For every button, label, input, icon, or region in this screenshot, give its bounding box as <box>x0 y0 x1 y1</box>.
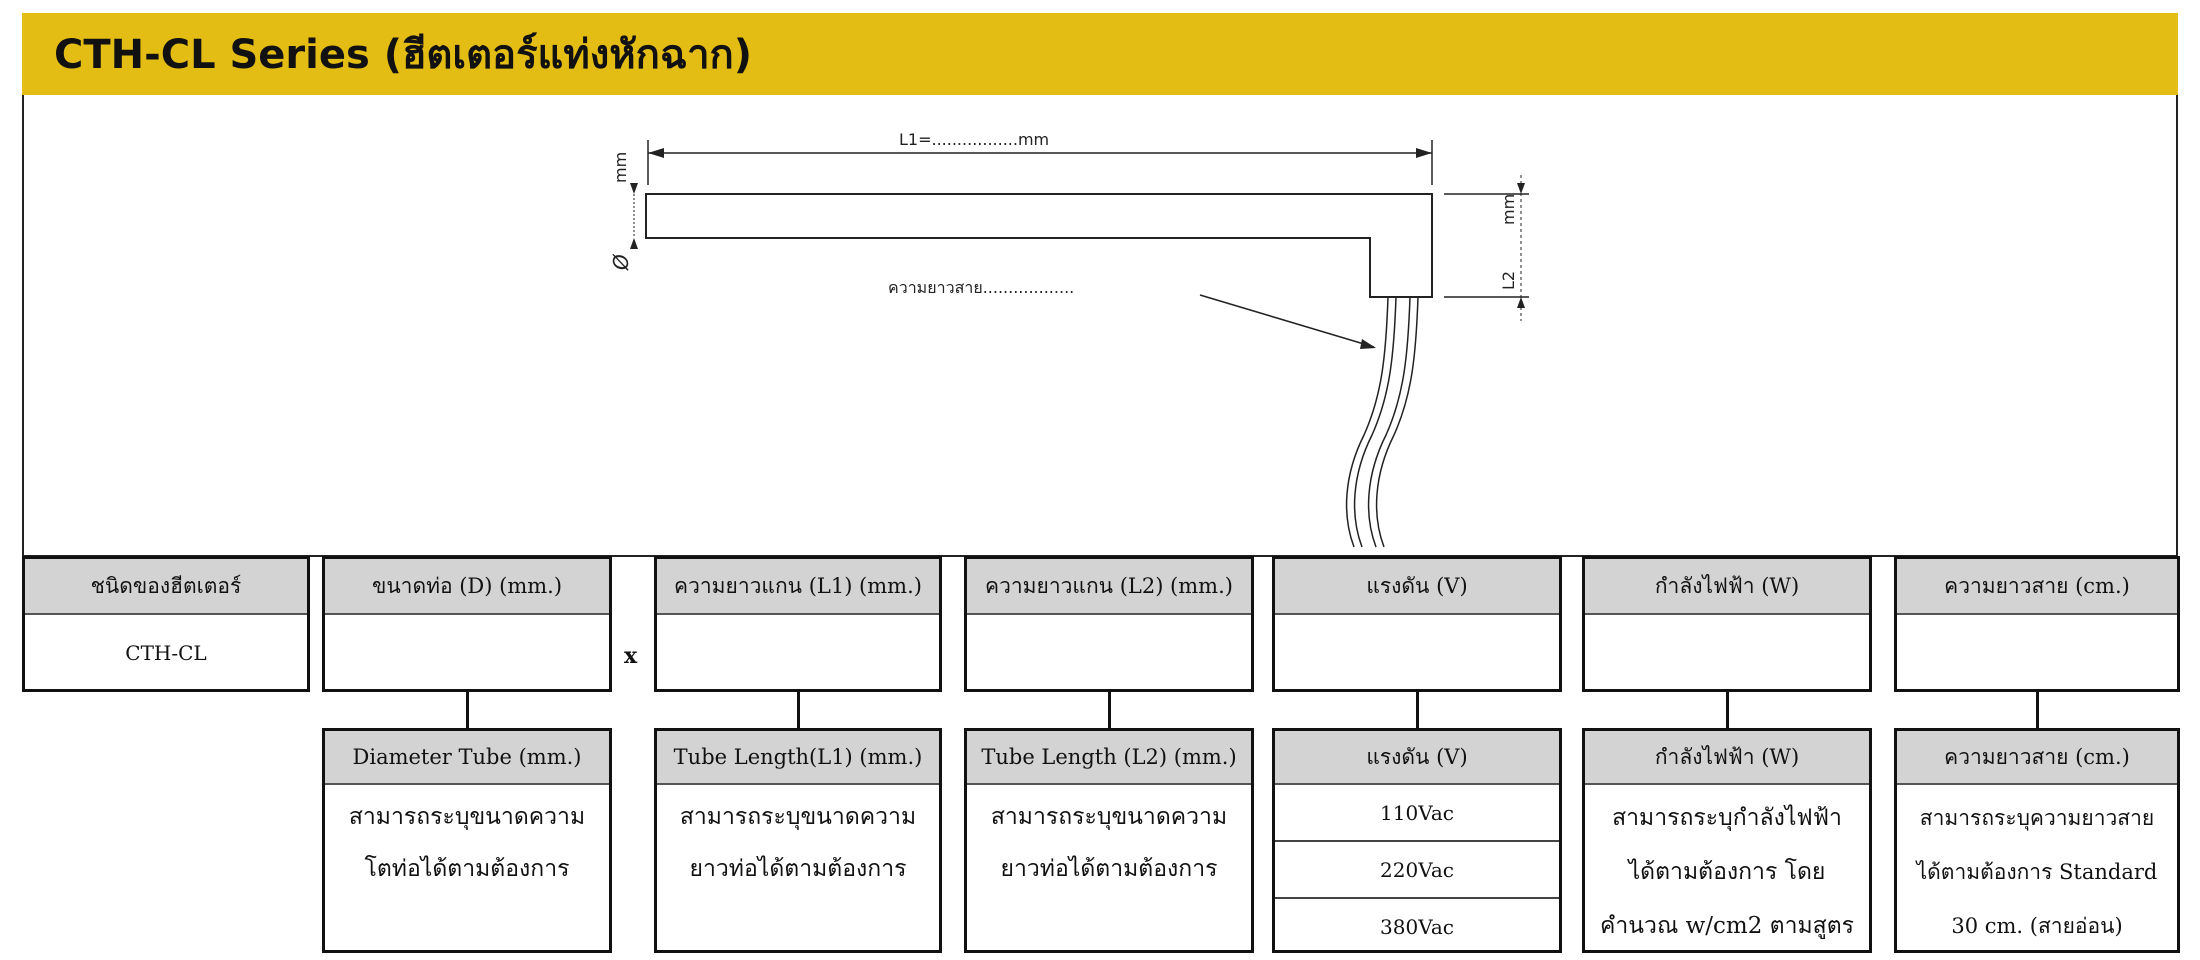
wire-info-line: สามารถระบุความยาวสาย <box>1919 806 2155 830</box>
power-info-line: คำนวณ w/cm2 ตามสูตร <box>1600 913 1854 939</box>
l2-info-box: Tube Length (L2) (mm.) สามารถระบุขนาดควา… <box>964 728 1254 953</box>
diameter-info-header: Diameter Tube (mm.) <box>325 731 609 785</box>
wire-info-line: ได้ตามต้องการ Standard <box>1916 860 2158 884</box>
tube-length-l2-field[interactable]: ความยาวแกน (L2) (mm.) <box>964 556 1254 692</box>
l2-info-header: Tube Length (L2) (mm.) <box>967 731 1251 785</box>
wire-length-field[interactable]: ความยาวสาย (cm.) <box>1894 556 2180 692</box>
l1-label: L1=.................mm <box>899 130 1049 149</box>
diameter-info-box: Diameter Tube (mm.) สามารถระบุขนาดความ โ… <box>322 728 612 953</box>
l2-unit-label: mm <box>1499 194 1518 225</box>
tube-length-l1-field[interactable]: ความยาวแกน (L1) (mm.) <box>654 556 942 692</box>
wire-info-text: สามารถระบุความยาวสาย ได้ตามต้องการ Stand… <box>1897 785 2177 953</box>
voltage-option-220[interactable]: 220Vac <box>1275 842 1559 899</box>
heater-type-value: CTH-CL <box>125 641 207 665</box>
heater-type-field: ชนิดของฮีตเตอร์ CTH-CL <box>22 556 310 692</box>
tube-diameter-field[interactable]: ขนาดท่อ (D) (mm.) <box>322 556 612 692</box>
heater-type-header: ชนิดของฮีตเตอร์ <box>25 559 307 615</box>
voltage-options-header: แรงดัน (V) <box>1275 731 1559 785</box>
tube-length-l2-header: ความยาวแกน (L2) (mm.) <box>967 559 1251 615</box>
power-info-text: สามารถระบุกำลังไฟฟ้า ได้ตามต้องการ โดย ค… <box>1585 785 1869 953</box>
voltage-value[interactable] <box>1275 615 1559 691</box>
connector-diameter <box>466 692 469 728</box>
diameter-info-line: สามารถระบุขนาดความ <box>348 804 586 830</box>
wire-length-label: ความยาวสาย.................. <box>888 278 1074 297</box>
diameter-info-line: โตท่อได้ตามต้องการ <box>364 856 570 882</box>
series-title: CTH-CL Series (ฮีตเตอร์แท่งหักฉาก) <box>54 32 753 78</box>
power-info-line: สามารถระบุกำลังไฟฟ้า <box>1612 805 1842 831</box>
diameter-symbol: Ø <box>609 253 633 271</box>
heater-drawing: L1=.................mm mm Ø mm L2 ความยา… <box>609 130 1529 548</box>
power-info-line: ได้ตามต้องการ โดย <box>1628 859 1826 885</box>
power-info-box: กำลังไฟฟ้า (W) สามารถระบุกำลังไฟฟ้า ได้ต… <box>1582 728 1872 953</box>
l1-info-box: Tube Length(L1) (mm.) สามารถระบุขนาดความ… <box>654 728 942 953</box>
wire-info-header: ความยาวสาย (cm.) <box>1897 731 2177 785</box>
l1-info-header: Tube Length(L1) (mm.) <box>657 731 939 785</box>
connector-voltage <box>1416 692 1419 728</box>
power-field[interactable]: กำลังไฟฟ้า (W) <box>1582 556 1872 692</box>
tube-length-l1-header: ความยาวแกน (L1) (mm.) <box>657 559 939 615</box>
l2-info-text: สามารถระบุขนาดความ ยาวท่อได้ตามต้องการ <box>967 785 1251 895</box>
wire-length-value[interactable] <box>1897 615 2177 691</box>
connector-l1 <box>797 692 800 728</box>
diameter-unit-label: mm <box>611 152 630 183</box>
diameter-info-text: สามารถระบุขนาดความ โตท่อได้ตามต้องการ <box>325 785 609 895</box>
l1-info-text: สามารถระบุขนาดความ ยาวท่อได้ตามต้องการ <box>657 785 939 895</box>
tube-diameter-value[interactable] <box>325 615 609 691</box>
connector-power <box>1726 692 1729 728</box>
voltage-options-box: แรงดัน (V) 110Vac 220Vac 380Vac <box>1272 728 1562 953</box>
voltage-field[interactable]: แรงดัน (V) <box>1272 556 1562 692</box>
heater-diagram-box: L1=.................mm mm Ø mm L2 ความยา… <box>22 95 2178 557</box>
separator-x: x <box>624 643 638 669</box>
l2-info-line: สามารถระบุขนาดความ <box>990 804 1228 830</box>
l2-info-line: ยาวท่อได้ตามต้องการ <box>1000 856 1218 882</box>
wire-leads <box>1345 296 1419 548</box>
power-info-header: กำลังไฟฟ้า (W) <box>1585 731 1869 785</box>
voltage-options-list: 110Vac 220Vac 380Vac <box>1275 785 1559 954</box>
voltage-option-110[interactable]: 110Vac <box>1275 785 1559 842</box>
connector-l2 <box>1108 692 1111 728</box>
power-header: กำลังไฟฟ้า (W) <box>1585 559 1869 615</box>
connector-wire <box>2036 692 2039 728</box>
series-header: CTH-CL Series (ฮีตเตอร์แท่งหักฉาก) <box>22 13 2178 95</box>
tube-length-l1-value[interactable] <box>657 615 939 691</box>
power-value[interactable] <box>1585 615 1869 691</box>
wire-info-line: 30 cm. (สายอ่อน) <box>1951 914 2123 938</box>
voltage-header: แรงดัน (V) <box>1275 559 1559 615</box>
wire-info-box: ความยาวสาย (cm.) สามารถระบุความยาวสาย ได… <box>1894 728 2180 953</box>
voltage-option-380[interactable]: 380Vac <box>1380 914 1454 939</box>
l2-symbol: L2 <box>1499 271 1518 290</box>
tube-length-l2-value[interactable] <box>967 615 1251 691</box>
l1-info-line: ยาวท่อได้ตามต้องการ <box>689 856 907 882</box>
tube-diameter-header: ขนาดท่อ (D) (mm.) <box>325 559 609 615</box>
wire-length-header: ความยาวสาย (cm.) <box>1897 559 2177 615</box>
l1-info-line: สามารถระบุขนาดความ <box>679 804 917 830</box>
